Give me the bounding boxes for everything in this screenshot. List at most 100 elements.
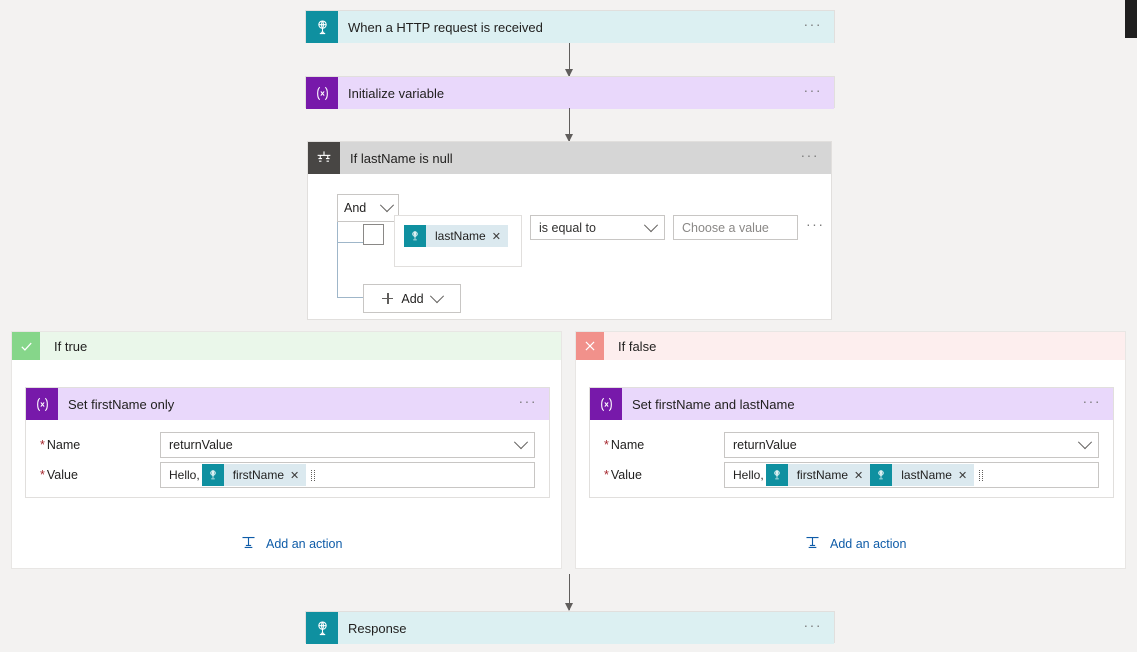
condition-rail <box>337 297 363 298</box>
card-header: If lastName is null ··· <box>308 142 831 174</box>
plus-icon <box>382 293 394 304</box>
dynamic-token-lastname[interactable]: lastName ✕ <box>404 225 508 247</box>
name-dropdown[interactable]: returnValue <box>160 432 535 458</box>
required-asterisk: * <box>604 438 609 452</box>
add-action-label: Add an action <box>266 537 343 551</box>
field-row-name: *Name returnValue <box>590 431 1113 459</box>
card-more-button[interactable]: ··· <box>1082 393 1101 409</box>
add-action-label: Add an action <box>830 537 907 551</box>
field-row-value: *Value Hello, firstName ✕ <box>590 461 1113 489</box>
condition-row-checkbox[interactable] <box>363 224 384 245</box>
field-label-name: *Name <box>40 438 81 452</box>
field-row-value: *Value Hello, firstName ✕ <box>26 461 549 489</box>
connector-arrow <box>565 574 573 611</box>
condition-left-operand[interactable]: lastName ✕ <box>394 215 522 267</box>
branch-if-false: If false Set firstName and lastName ··· … <box>575 331 1126 569</box>
card-more-button[interactable]: ··· <box>803 82 822 98</box>
name-value: returnValue <box>733 438 797 452</box>
condition-value-placeholder: Choose a value <box>682 220 769 235</box>
condition-value-input[interactable]: Choose a value <box>673 215 798 240</box>
connector-arrow <box>565 108 573 142</box>
card-header: Set firstName and lastName ··· <box>590 388 1113 420</box>
action-card-condition[interactable]: If lastName is null ··· And <box>307 141 832 320</box>
text-caret <box>979 469 984 481</box>
token-label: lastName <box>901 468 952 482</box>
check-icon <box>12 332 40 360</box>
condition-operator-select[interactable]: is equal to <box>530 215 665 240</box>
variable-icon <box>590 388 622 420</box>
condition-rail <box>337 242 363 243</box>
chevron-down-icon <box>429 288 444 303</box>
card-title: Initialize variable <box>348 85 445 101</box>
variable-icon <box>26 388 58 420</box>
field-label-value: *Value <box>604 468 642 482</box>
card-header: Set firstName only ··· <box>26 388 549 420</box>
logical-operator-select[interactable]: And <box>337 194 399 222</box>
card-title: Set firstName only <box>68 396 175 412</box>
required-asterisk: * <box>40 468 45 482</box>
token-label: firstName <box>796 468 849 482</box>
scroll-overlay-strip <box>1125 0 1137 38</box>
name-dropdown[interactable]: returnValue <box>724 432 1099 458</box>
chevron-down-icon <box>379 198 395 213</box>
token-label: firstName <box>232 468 285 482</box>
token-remove-icon[interactable]: ✕ <box>957 469 968 482</box>
required-asterisk: * <box>40 438 45 452</box>
card-more-button[interactable]: ··· <box>803 617 822 633</box>
chevron-down-icon <box>513 435 529 450</box>
token-remove-icon[interactable]: ✕ <box>290 469 300 482</box>
dynamic-content-icon <box>404 225 426 247</box>
value-token-input[interactable]: Hello, firstName ✕ <box>724 462 1099 488</box>
name-value: returnValue <box>169 438 233 452</box>
add-an-action-false[interactable]: Add an action <box>804 534 906 554</box>
condition-add-button[interactable]: Add <box>363 284 461 313</box>
action-card-response[interactable]: Response ··· <box>305 611 835 644</box>
card-header: When a HTTP request is received ··· <box>306 11 834 43</box>
chevron-down-icon <box>1077 435 1093 450</box>
branch-label: If true <box>54 338 88 354</box>
condition-icon <box>308 142 340 174</box>
card-title: If lastName is null <box>350 150 453 166</box>
token-label: lastName <box>435 229 486 243</box>
branch-header: If true <box>12 332 561 360</box>
action-card-set-firstname-only[interactable]: Set firstName only ··· *Name returnValue… <box>25 387 550 498</box>
action-card-initialize-variable[interactable]: Initialize variable ··· <box>305 76 835 109</box>
logical-operator-value: And <box>344 201 367 215</box>
value-token-input[interactable]: Hello, firstName ✕ <box>160 462 535 488</box>
condition-row-more-button[interactable]: ··· <box>806 216 825 232</box>
action-card-trigger[interactable]: When a HTTP request is received ··· <box>305 10 835 43</box>
add-action-icon <box>240 534 257 554</box>
dynamic-content-icon <box>201 464 224 486</box>
card-more-button[interactable]: ··· <box>518 393 537 409</box>
branch-if-true: If true Set firstName only ··· *Name <box>11 331 562 569</box>
close-icon <box>576 332 604 360</box>
card-more-button[interactable]: ··· <box>803 16 822 32</box>
action-card-set-firstname-and-lastname[interactable]: Set firstName and lastName ··· *Name ret… <box>589 387 1114 498</box>
token-remove-icon[interactable]: ✕ <box>491 230 501 243</box>
card-header: Response ··· <box>306 612 834 644</box>
dynamic-token-firstname[interactable]: firstName ✕ <box>201 464 307 486</box>
token-remove-icon[interactable]: ✕ <box>854 469 864 482</box>
condition-operator-value: is equal to <box>539 220 596 235</box>
dynamic-content-icon <box>870 464 893 486</box>
card-more-button[interactable]: ··· <box>800 147 819 163</box>
condition-rail <box>337 222 338 297</box>
variable-icon <box>306 77 338 109</box>
card-header: Initialize variable ··· <box>306 77 834 109</box>
branch-label: If false <box>618 338 657 354</box>
field-label-value: *Value <box>40 468 78 482</box>
dynamic-token-lastname[interactable]: lastName ✕ <box>870 464 975 486</box>
add-an-action-true[interactable]: Add an action <box>240 534 342 554</box>
http-response-icon <box>306 612 338 644</box>
card-title: Response <box>348 620 407 636</box>
http-request-icon <box>306 11 338 43</box>
connector-arrow <box>565 43 573 77</box>
chevron-down-icon <box>643 217 659 232</box>
field-label-name: *Name <box>604 438 645 452</box>
value-text-prefix: Hello, <box>169 468 200 482</box>
value-text-prefix: Hello, <box>733 468 764 482</box>
condition-body: And lastName <box>308 174 831 319</box>
dynamic-token-firstname[interactable]: firstName ✕ <box>765 464 871 486</box>
branch-header: If false <box>576 332 1125 360</box>
